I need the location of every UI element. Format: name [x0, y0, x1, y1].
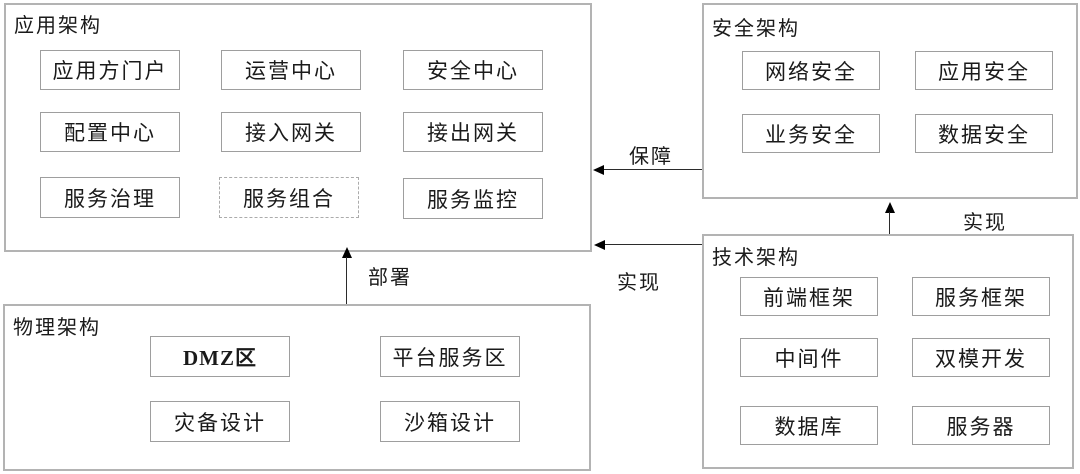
node-database: 数据库 — [740, 406, 878, 445]
node-app-portal: 应用方门户 — [40, 50, 180, 90]
panel-physical — [3, 304, 591, 471]
deploy-arrowhead-icon — [342, 247, 352, 258]
guarantee-arrow-line — [604, 169, 702, 170]
panel-security-title: 安全架构 — [712, 18, 800, 40]
node-platform-service-zone: 平台服务区 — [380, 336, 520, 377]
guarantee-arrowhead-icon — [593, 165, 604, 175]
node-dual-mode-dev: 双模开发 — [912, 338, 1050, 377]
node-service-governance: 服务治理 — [40, 177, 180, 218]
node-service-monitoring: 服务监控 — [403, 178, 543, 219]
node-business-security: 业务安全 — [742, 114, 880, 153]
node-security-center: 安全中心 — [403, 50, 543, 90]
node-network-security: 网络安全 — [742, 51, 880, 90]
node-frontend-framework: 前端框架 — [740, 277, 878, 316]
node-operations-center: 运营中心 — [221, 50, 361, 90]
deploy-arrow-line — [346, 257, 347, 304]
node-outbound-gateway: 接出网关 — [403, 112, 543, 152]
deploy-arrow-label: 部署 — [368, 267, 412, 289]
node-disaster-recovery-design: 灾备设计 — [150, 401, 290, 442]
node-config-center: 配置中心 — [40, 112, 180, 152]
panel-physical-title: 物理架构 — [13, 317, 101, 339]
node-sandbox-design: 沙箱设计 — [380, 401, 520, 442]
node-application-security: 应用安全 — [915, 51, 1053, 90]
panel-application-title: 应用架构 — [14, 15, 102, 37]
guarantee-arrow-label: 保障 — [629, 146, 673, 168]
realize-app-arrow-line — [605, 244, 702, 245]
panel-technology-title: 技术架构 — [712, 247, 800, 269]
realize-security-arrow-label: 实现 — [963, 212, 1007, 234]
realize-app-arrow-label: 实现 — [617, 272, 661, 294]
node-service-composition: 服务组合 — [219, 177, 359, 218]
node-data-security: 数据安全 — [915, 114, 1053, 153]
node-service-framework: 服务框架 — [912, 277, 1050, 316]
node-inbound-gateway: 接入网关 — [221, 112, 361, 152]
node-dmz-zone: DMZ区 — [150, 336, 290, 377]
node-middleware: 中间件 — [740, 338, 878, 377]
node-server: 服务器 — [912, 406, 1050, 445]
panel-security — [702, 3, 1078, 199]
realize-security-arrowhead-icon — [885, 202, 895, 213]
realize-security-arrow-line — [889, 212, 890, 234]
realize-app-arrowhead-icon — [594, 240, 605, 250]
